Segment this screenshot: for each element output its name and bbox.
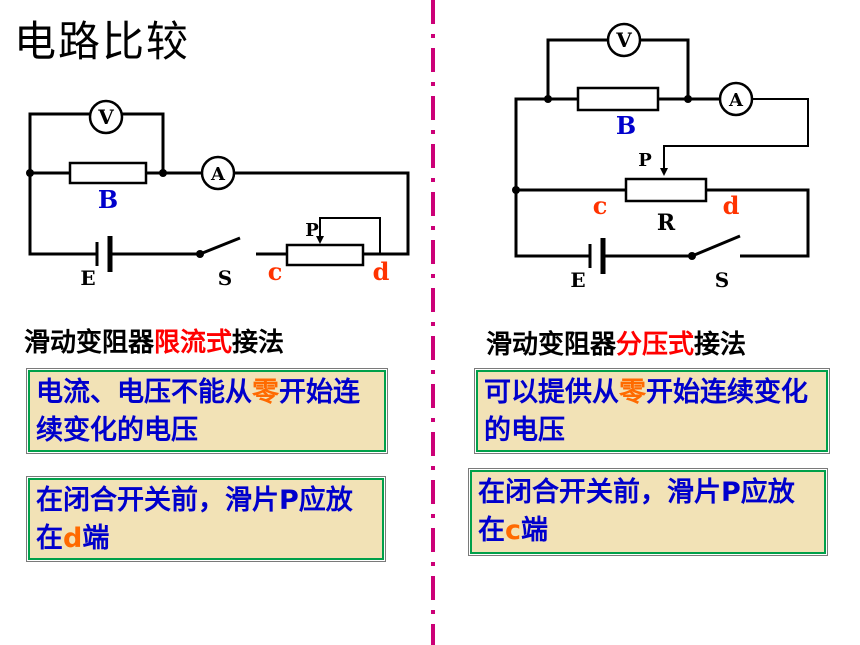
rheostat-label: R xyxy=(657,210,676,236)
voltmeter-label: V xyxy=(615,28,632,52)
limiting-note-2: 在闭合开关前，滑片P应放在d端 xyxy=(26,476,386,562)
note-highlight: c xyxy=(505,515,522,546)
limiting-circuit-diagram: V A B P E S c d xyxy=(26,99,410,290)
battery-label: E xyxy=(570,268,585,292)
note-pre: 电流、电压不能从 xyxy=(36,377,252,408)
ammeter-label: A xyxy=(210,164,226,185)
limiting-caption: 滑动变阻器限流式接法 xyxy=(24,322,284,359)
resistor-label: B xyxy=(98,185,118,214)
end-d-label: d xyxy=(723,191,740,220)
resistor-label: B xyxy=(616,111,636,140)
divider-note-2: 在闭合开关前，滑片P应放在c端 xyxy=(468,468,828,556)
dashed-divider xyxy=(431,0,435,645)
caption-highlight: 限流式 xyxy=(154,328,233,358)
divider-note-1: 可以提供从零开始连续变化的电压 xyxy=(474,368,830,454)
end-c-label: c xyxy=(593,191,608,220)
switch-label: S xyxy=(715,268,729,292)
page-title: 电路比较 xyxy=(14,17,191,66)
note-post: 开始连续变化的电压 xyxy=(36,377,360,446)
end-c-label: c xyxy=(268,257,283,286)
battery-label: E xyxy=(80,266,95,290)
caption-pre: 滑动变阻器 xyxy=(24,328,155,358)
caption-highlight: 分压式 xyxy=(616,330,695,360)
divider-caption: 滑动变阻器分压式接法 xyxy=(486,324,746,361)
note-pre: 可以提供从 xyxy=(484,377,619,408)
note-pre: 在闭合开关前，滑片P应放在 xyxy=(36,485,353,554)
limiting-note-1: 电流、电压不能从零开始连续变化的电压 xyxy=(26,368,388,454)
note-pre: 在闭合开关前，滑片P应放在 xyxy=(478,477,795,546)
note-highlight: 零 xyxy=(252,377,279,408)
ammeter-label: A xyxy=(728,90,744,111)
note-post: 端 xyxy=(82,523,110,554)
end-d-label: d xyxy=(373,257,390,286)
switch-label: S xyxy=(218,266,232,290)
caption-post: 接法 xyxy=(694,330,747,360)
slider-label: P xyxy=(638,150,652,171)
slider-label: P xyxy=(305,220,319,241)
note-highlight: d xyxy=(63,523,83,554)
caption-pre: 滑动变阻器 xyxy=(486,330,617,360)
note-post: 开始连续变化的电压 xyxy=(484,377,808,446)
note-post: 端 xyxy=(521,515,549,546)
voltmeter-label: V xyxy=(97,105,114,129)
caption-post: 接法 xyxy=(232,328,285,358)
note-highlight: 零 xyxy=(619,377,646,408)
